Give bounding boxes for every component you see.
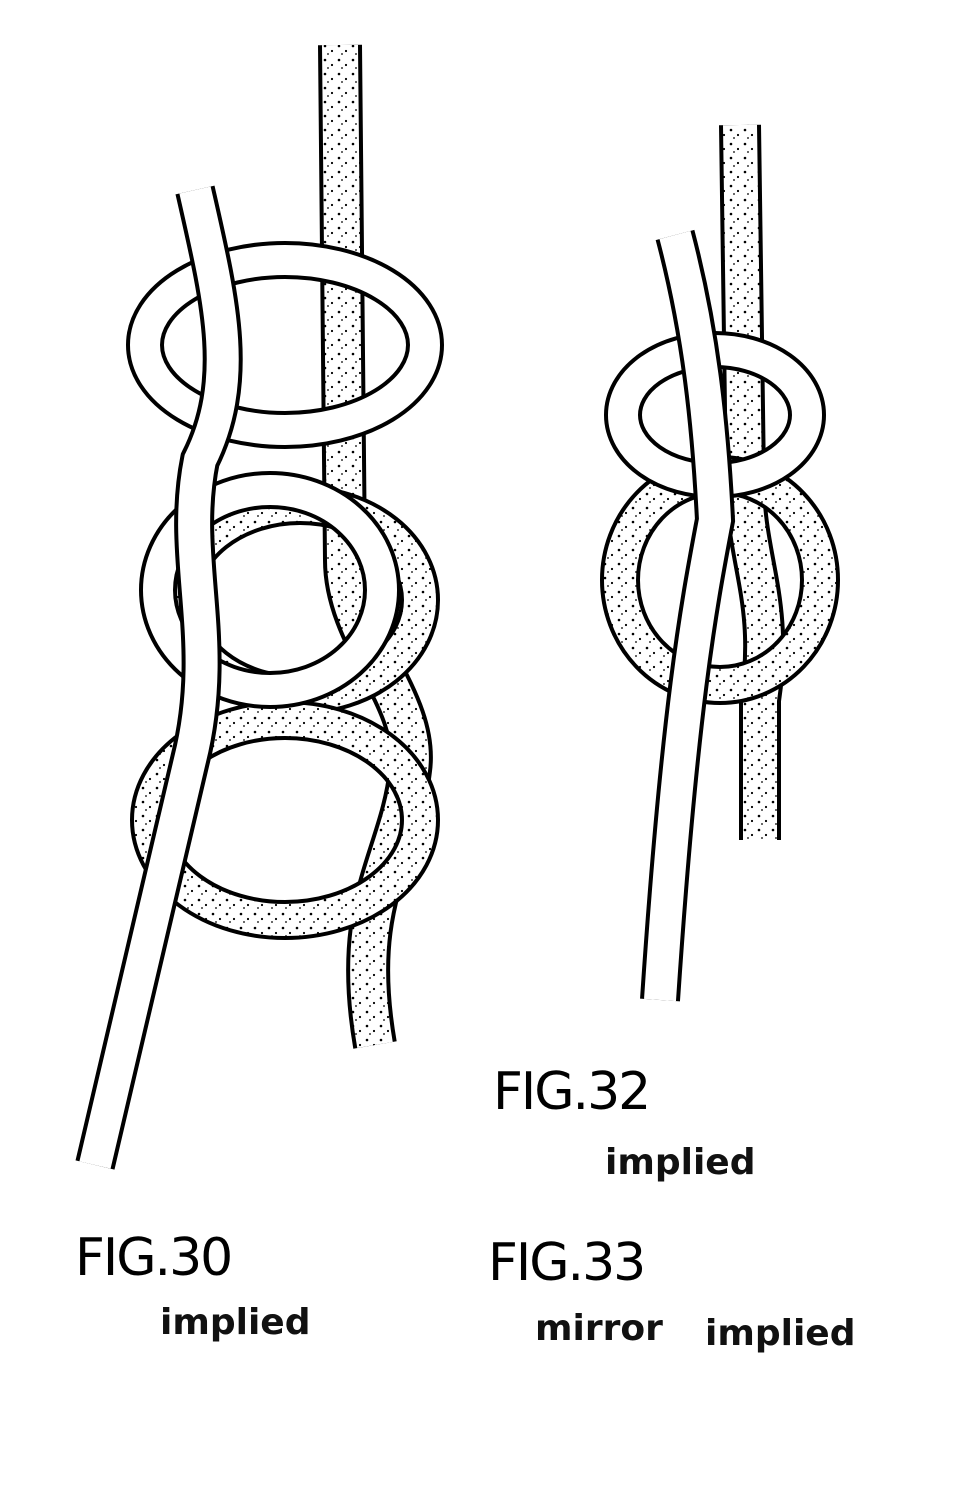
fig30-knot — [75, 44, 444, 1170]
fig30-label: FIG.30 — [75, 1228, 233, 1288]
fig32-label: FIG.32 — [493, 1062, 651, 1122]
fig32-knot — [600, 124, 840, 1002]
fig33-note-mirror: mirror — [535, 1308, 663, 1349]
fig32-plain-rope — [604, 229, 826, 1002]
fig33-label: FIG.33 — [488, 1233, 646, 1293]
fig32-note-implied: implied — [605, 1142, 756, 1183]
fig33-note-implied: implied — [705, 1313, 856, 1354]
fig30-plain-rope — [75, 185, 444, 1170]
fig30-note-implied: implied — [160, 1302, 311, 1343]
